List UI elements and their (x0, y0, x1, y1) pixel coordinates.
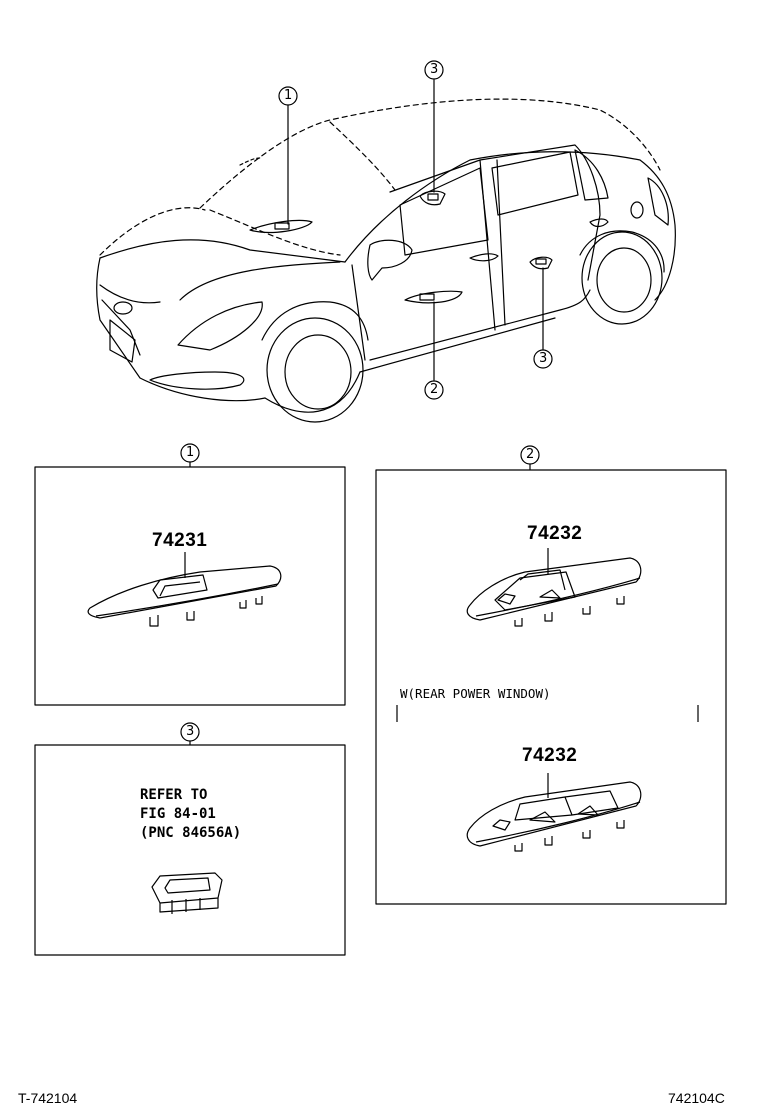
condition-label: W(REAR POWER WINDOW) (400, 686, 551, 701)
panel-1-frame (34, 466, 346, 706)
car-overview-illustration (96, 60, 676, 423)
part-number-74232-top: 74232 (527, 523, 583, 544)
diagram-code-left: T-742104 (18, 1090, 78, 1106)
part-74232-top-drawing (466, 548, 642, 627)
panel-3-callout: 3 (186, 724, 195, 739)
reference-note-line1: REFER TO (140, 787, 208, 803)
callout-circle (424, 60, 444, 80)
part-number-74232-bottom: 74232 (522, 745, 578, 766)
panel-3-frame (34, 744, 346, 956)
callout-circle (533, 349, 553, 369)
part-84656A-drawing (151, 872, 223, 914)
callout-number: 2 (430, 382, 439, 397)
callout-number: 3 (430, 62, 439, 77)
callout-number: 3 (539, 351, 548, 366)
panel-1-callout: 1 (186, 445, 195, 460)
callout-number: 1 (284, 88, 293, 103)
part-74231-drawing (87, 552, 282, 627)
diagram-code-right: 742104C (668, 1090, 725, 1106)
callout-circle (278, 86, 298, 106)
panel-2-callout: 2 (526, 447, 535, 462)
reference-note-line2: FIG 84-01 (140, 806, 216, 822)
reference-note-line3: (PNC 84656A) (140, 825, 242, 841)
part-number-74231: 74231 (152, 530, 208, 551)
callout-circle (424, 380, 444, 400)
part-74232-bottom-drawing (466, 773, 642, 852)
